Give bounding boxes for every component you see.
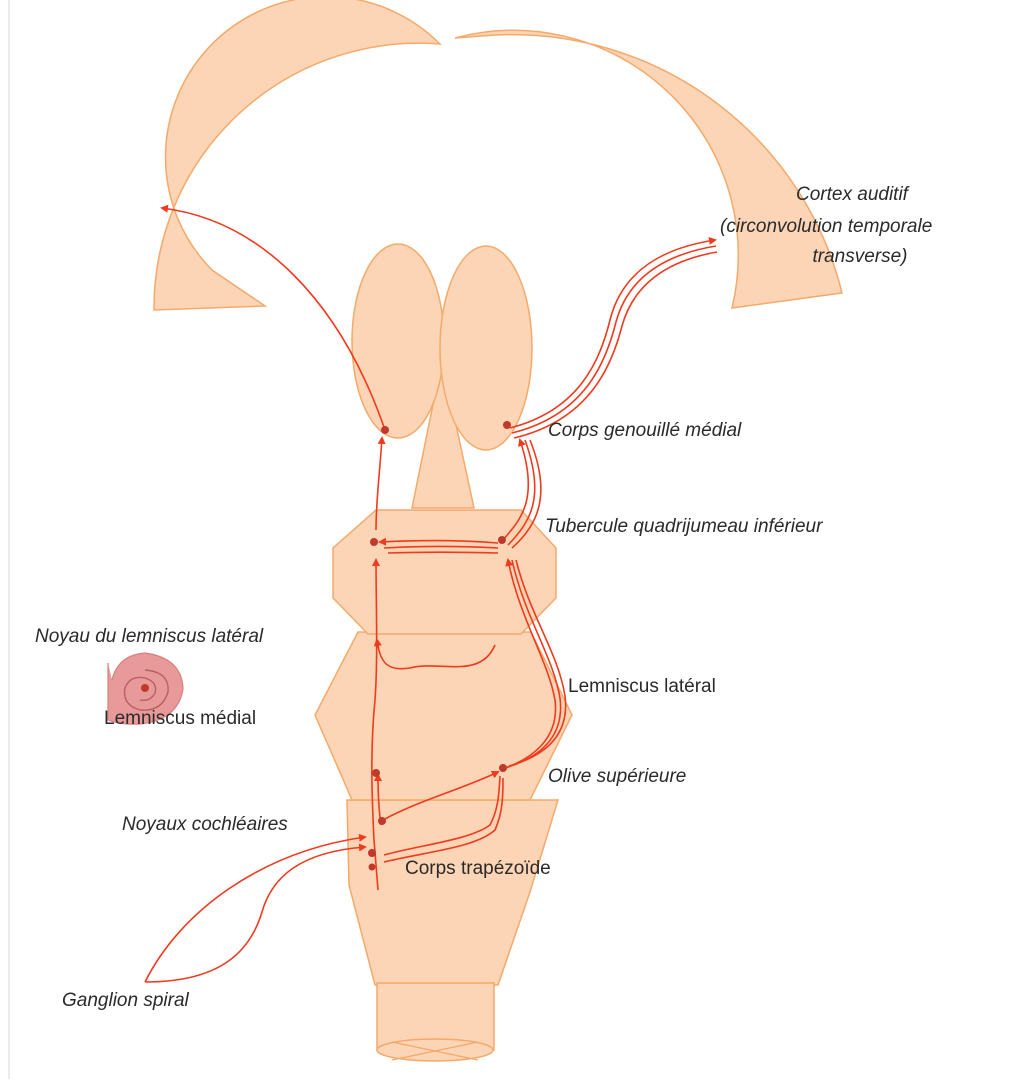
label-lemniscus-medial: Lemniscus médial	[104, 708, 256, 730]
nucleus-ganglion	[141, 684, 149, 692]
nucleus-mgb-left	[381, 426, 389, 434]
label-corps-genouille: Corps genouillé médial	[548, 420, 741, 442]
nucleus-olive-left	[372, 769, 380, 777]
label-ganglion-spiral: Ganglion spiral	[62, 990, 189, 1012]
path-ganglion-upper	[145, 837, 365, 982]
pons	[315, 632, 572, 800]
nucleus-ic-right	[498, 536, 506, 544]
label-cortex-detail-1: (circonvolution temporale	[720, 216, 932, 238]
nucleus-olive-right	[499, 764, 507, 772]
nucleus-cochlear-2	[368, 849, 376, 857]
nucleus-mgb-right	[503, 421, 511, 429]
path-left-cortex	[162, 208, 385, 430]
label-cortex: Cortex auditif	[752, 184, 952, 206]
nucleus-cochlear-1	[378, 817, 386, 825]
label-tubercule: Tubercule quadrijumeau inférieur	[545, 516, 822, 538]
nucleus-ic-left	[370, 538, 378, 546]
label-lemniscus-lateral: Lemniscus latéral	[568, 676, 716, 698]
label-noyaux-cochleaires: Noyaux cochléaires	[122, 814, 288, 836]
thalamus-right	[440, 246, 532, 450]
path-ganglion-lower	[145, 847, 365, 982]
label-cortex-detail-2: transverse)	[760, 246, 960, 268]
label-olive: Olive supérieure	[548, 766, 686, 788]
thalamus-left	[352, 244, 444, 438]
medulla	[347, 800, 558, 985]
label-corps-trapezoide: Corps trapézoïde	[405, 858, 551, 880]
label-noyau-lemniscus: Noyau du lemniscus latéral	[35, 626, 263, 648]
nucleus-cochlear-3	[369, 864, 376, 871]
